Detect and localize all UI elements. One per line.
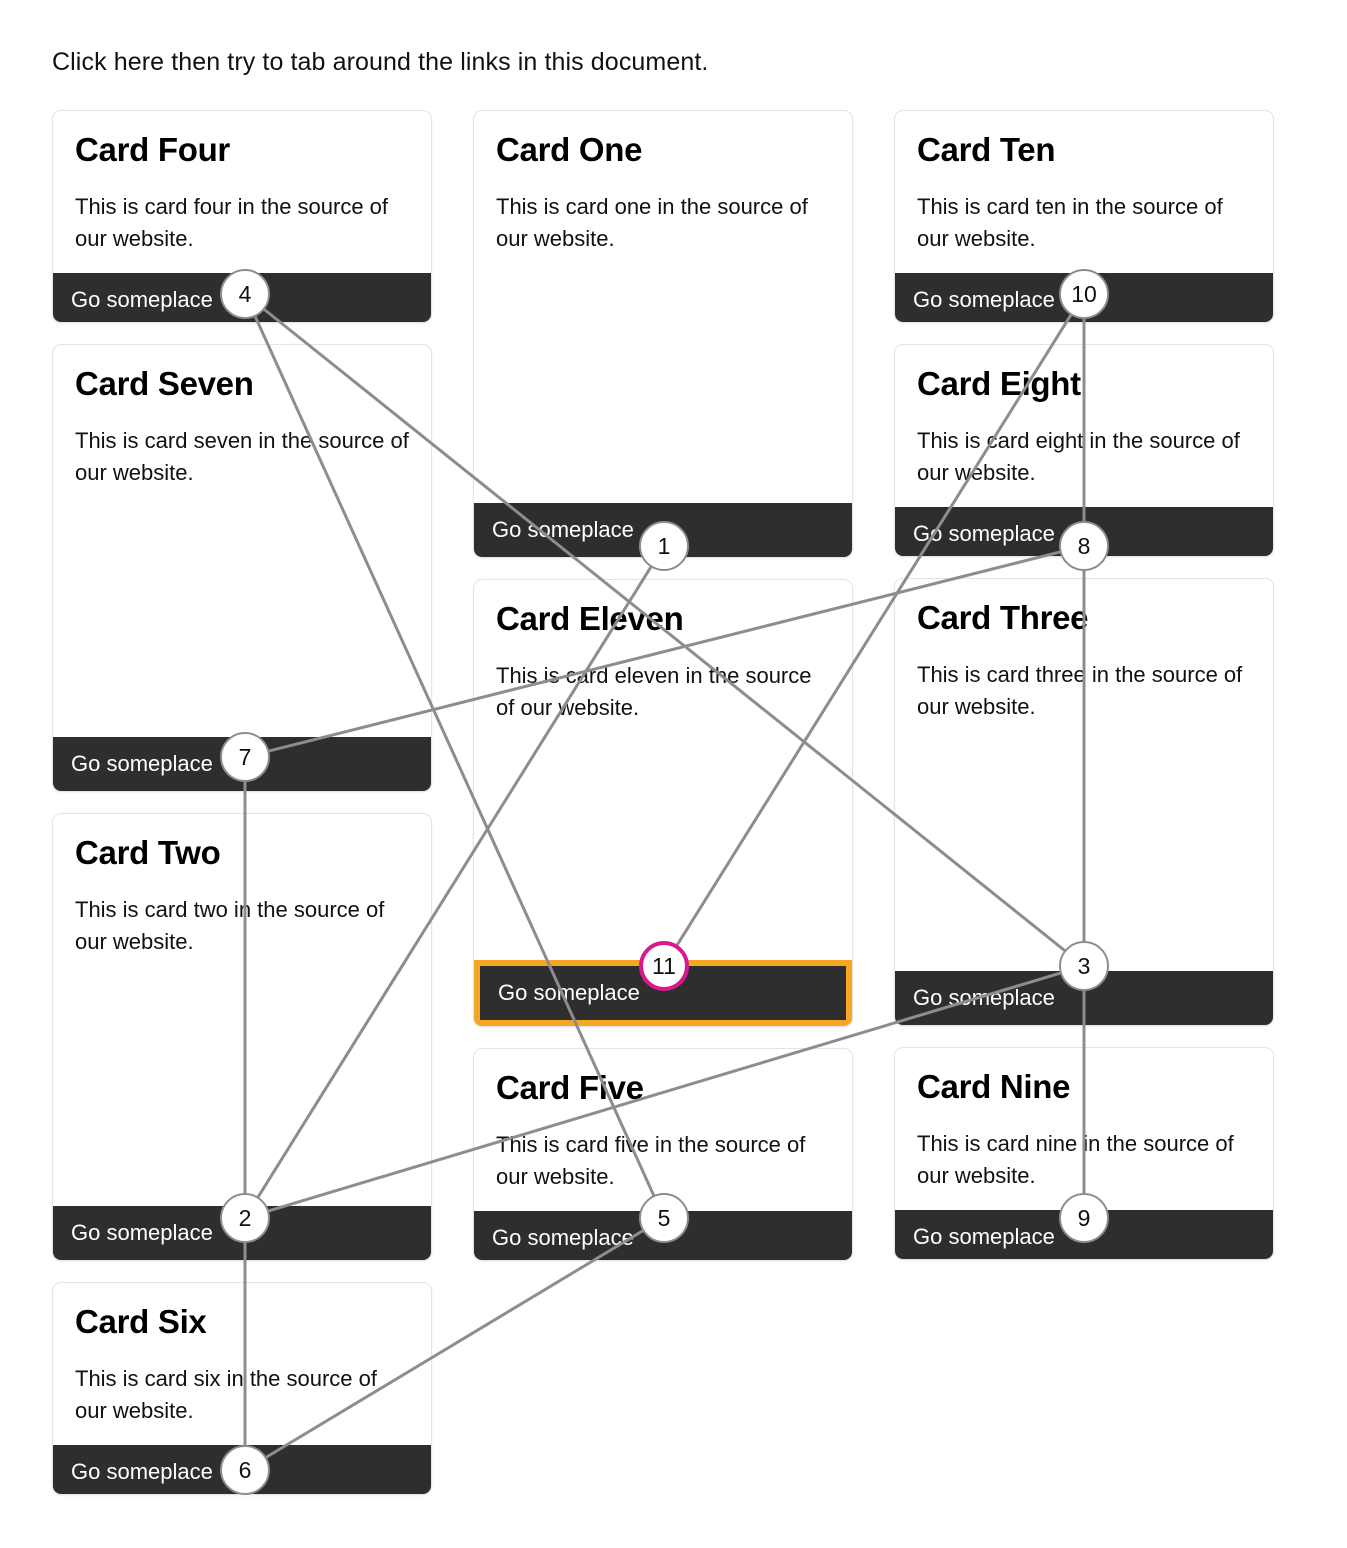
card-title-three: Card Three — [917, 599, 1089, 636]
card-body-eleven: This is card eleven in the source of our… — [496, 663, 812, 721]
card-title-two: Card Two — [75, 834, 221, 871]
card-body-seven: This is card seven in the source of our … — [75, 428, 409, 486]
tab-index-badge-6: 6 — [220, 1445, 270, 1495]
card-title-four: Card Four — [75, 131, 230, 168]
tab-index-badge-9: 9 — [1059, 1193, 1109, 1243]
tab-index-badge-8: 8 — [1059, 521, 1109, 571]
tab-index-badge-1: 1 — [639, 521, 689, 571]
card-body-nine: This is card nine in the source of our w… — [917, 1131, 1234, 1189]
card-body-six: This is card six in the source of our we… — [75, 1366, 378, 1424]
tab-index-badge-11: 11 — [639, 941, 689, 991]
card-title-seven: Card Seven — [75, 365, 254, 402]
card-title-nine: Card Nine — [917, 1068, 1071, 1105]
tab-index-badge-7: 7 — [220, 732, 270, 782]
card-body-ten: This is card ten in the source of our we… — [917, 194, 1223, 252]
tab-index-badge-5: 5 — [639, 1193, 689, 1243]
card-body-three: This is card three in the source of our … — [917, 662, 1243, 720]
card-body-one: This is card one in the source of our we… — [496, 194, 808, 252]
card-title-five: Card Five — [496, 1069, 644, 1106]
card-title-eight: Card Eight — [917, 365, 1081, 402]
card-title-ten: Card Ten — [917, 131, 1056, 168]
card-body-four: This is card four in the source of our w… — [75, 194, 389, 252]
tab-index-badge-2: 2 — [220, 1193, 270, 1243]
tab-index-badge-4: 4 — [220, 269, 270, 319]
card-title-eleven: Card Eleven — [496, 600, 684, 637]
tab-index-badge-10: 10 — [1059, 269, 1109, 319]
tab-index-badge-3: 3 — [1059, 941, 1109, 991]
card-title-one: Card One — [496, 131, 643, 168]
intro-text[interactable]: Click here then try to tab around the li… — [52, 48, 709, 76]
card-body-two: This is card two in the source of our we… — [75, 897, 385, 955]
card-title-six: Card Six — [75, 1303, 207, 1340]
card-body-five: This is card five in the source of our w… — [496, 1132, 806, 1190]
card-body-eight: This is card eight in the source of our … — [917, 428, 1240, 486]
